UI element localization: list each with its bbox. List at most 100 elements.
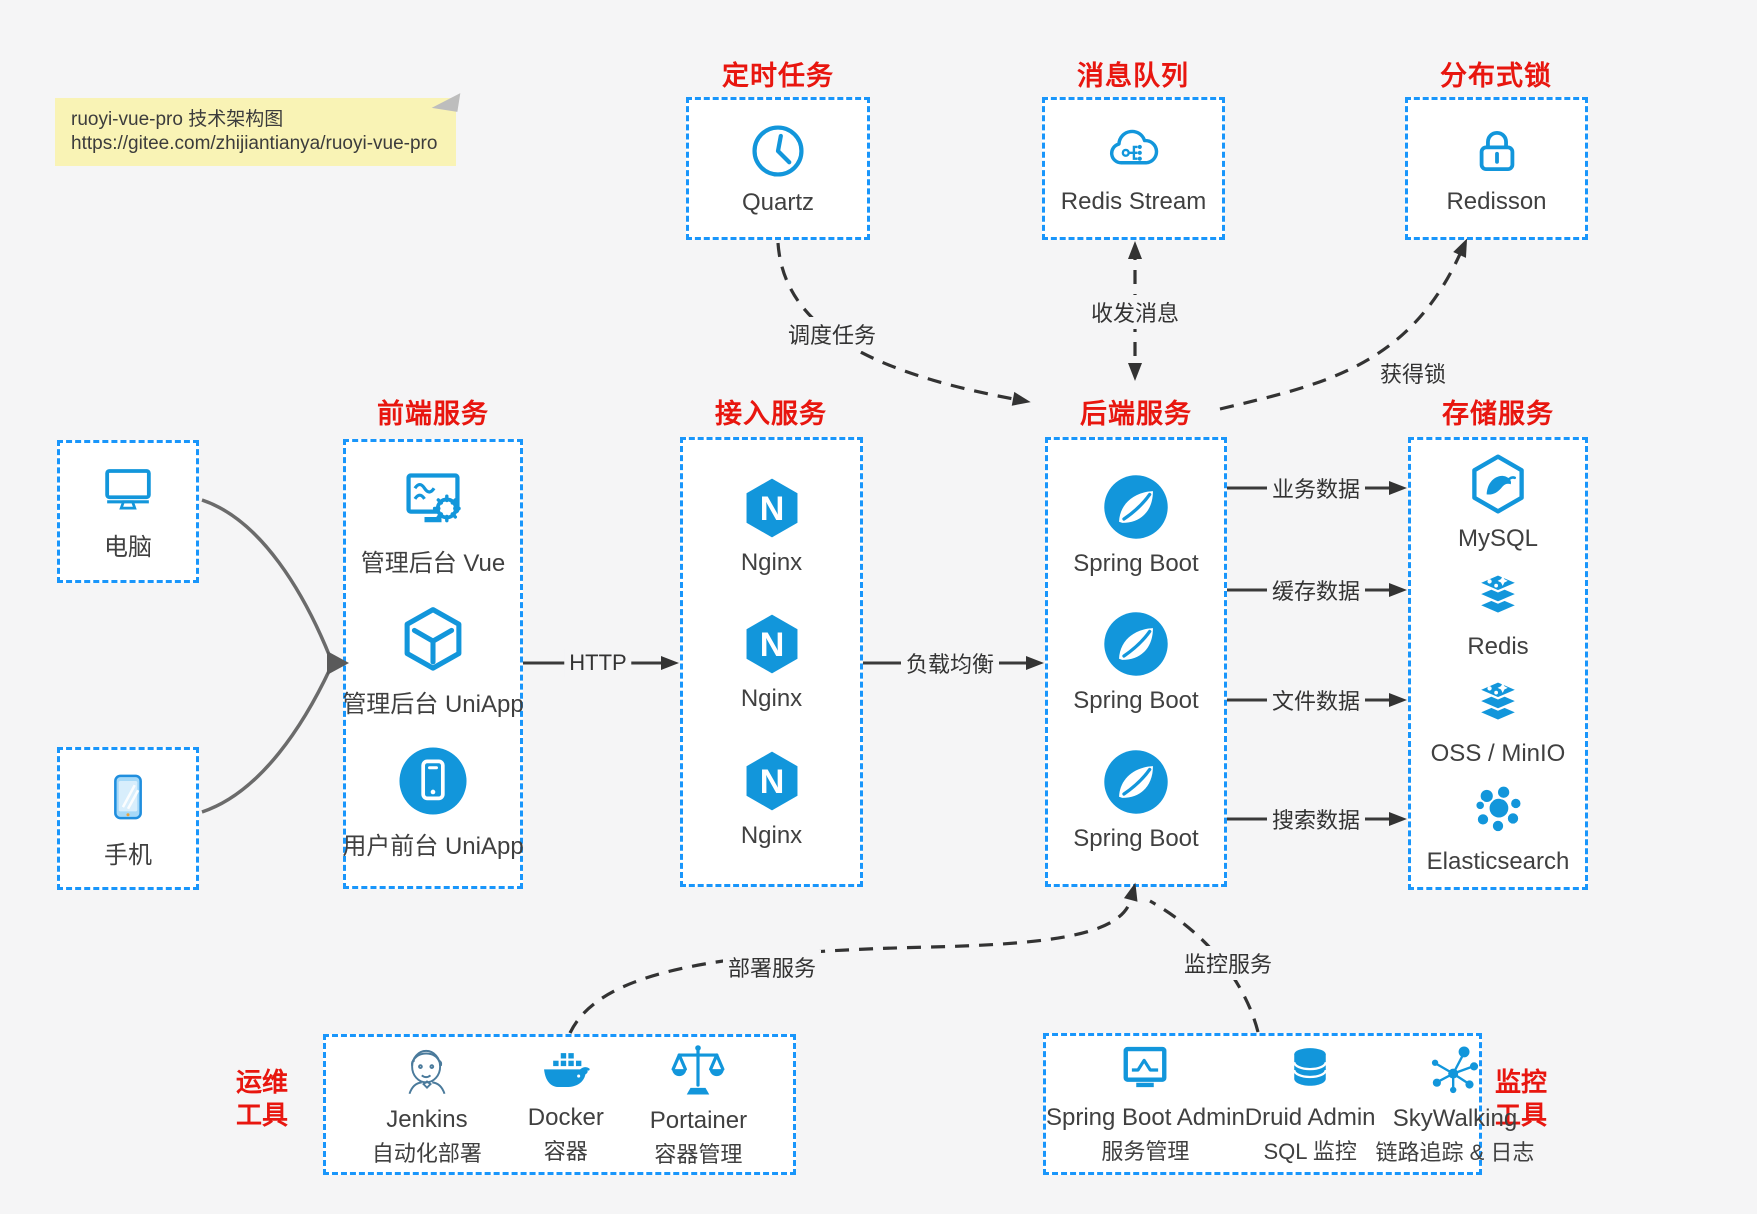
node-desc: 自动化部署	[371, 1140, 482, 1166]
note-fold-corner	[431, 89, 461, 112]
box-quartz: Quartz	[686, 97, 870, 240]
group-title-lock: 分布式锁	[1440, 61, 1552, 91]
svg-text:N: N	[759, 489, 784, 527]
node-label: Quartz	[741, 188, 815, 216]
box-computer: 电脑	[57, 440, 199, 583]
spring-icon	[1101, 609, 1171, 679]
node-redis: Redis	[1466, 565, 1530, 661]
node-mysql: MySQL	[1458, 451, 1538, 553]
spring-icon	[1101, 472, 1171, 542]
group-title-frontend: 前端服务	[377, 399, 489, 429]
node-label: Nginx	[740, 548, 803, 576]
node-elasticsearch: Elasticsearch	[1426, 780, 1570, 876]
cloud-share-icon	[1100, 122, 1166, 180]
edge-label-monitor-service: 监控服务	[1178, 946, 1278, 980]
node-label: Spring Boot	[1073, 549, 1199, 577]
box-phone: 手机	[57, 747, 199, 890]
node-quartz: Quartz	[742, 121, 814, 217]
node-name: Spring Boot Admin	[1046, 1104, 1245, 1131]
node-springboot-1: Spring Boot	[1073, 472, 1199, 578]
smartphone-icon	[101, 767, 155, 827]
user-app-icon	[396, 744, 470, 818]
node-jenkins: Jenkins 自动化部署	[372, 1042, 482, 1168]
group-title-ops: 运维工具	[222, 1066, 302, 1132]
jenkins-icon	[399, 1042, 455, 1100]
group-title-backend: 后端服务	[1080, 399, 1192, 429]
admin-vue-icon	[395, 467, 471, 535]
clock-icon	[748, 121, 808, 181]
node-spring-boot-admin: Spring Boot Admin 服务管理	[1046, 1042, 1245, 1166]
layer-stack-icon	[1466, 565, 1530, 625]
monitoring-title-line1: 监控	[1494, 1067, 1547, 1097]
node-label: Redis Stream	[1060, 187, 1207, 215]
edge-label-schedule-task: 调度任务	[782, 317, 882, 351]
node-label: 电脑	[104, 534, 152, 561]
node-nginx-2: N Nginx	[739, 611, 805, 713]
topology-icon	[1426, 1041, 1484, 1099]
node-label: 管理后台 Vue	[360, 550, 506, 578]
box-backend: Spring Boot Spring Boot Spring Boot	[1045, 437, 1227, 887]
edge-computer-to-frontend	[201, 498, 332, 658]
node-redisson: Redisson	[1446, 122, 1547, 216]
node-name: Jenkins	[386, 1105, 468, 1133]
svg-text:N: N	[759, 626, 784, 664]
node-springboot-2: Spring Boot	[1073, 609, 1199, 715]
desktop-icon	[97, 461, 159, 519]
node-desc: 容器	[543, 1138, 588, 1164]
node-nginx-3: N Nginx	[739, 748, 805, 850]
cube-icon	[395, 604, 471, 676]
lock-icon	[1468, 122, 1526, 180]
layer-stack-icon	[1466, 672, 1530, 732]
node-redis-stream: Redis Stream	[1061, 122, 1206, 216]
node-name: Druid Admin	[1244, 1104, 1376, 1131]
node-docker: Docker 容器	[528, 1044, 604, 1166]
database-icon	[1282, 1042, 1338, 1098]
note-url: https://gitee.com/zhijiantianya/ruoyi-vu…	[71, 133, 438, 154]
monitoring-title-line2: 工具	[1494, 1100, 1547, 1130]
edge-phone-to-frontend	[201, 668, 332, 814]
nginx-icon: N	[739, 475, 805, 541]
node-label: Redis	[1467, 632, 1529, 660]
node-druid: Druid Admin SQL 监控	[1245, 1042, 1376, 1166]
node-desc: SQL 监控	[1263, 1139, 1357, 1164]
node-name: Portainer	[649, 1106, 748, 1134]
node-label: Spring Boot	[1073, 687, 1199, 714]
ops-title-line2: 工具	[235, 1100, 288, 1130]
group-title-monitoring: 监控工具	[1481, 1066, 1561, 1132]
edge-label-cache-data: 缓存数据	[1266, 573, 1366, 607]
edge-label-search-data: 搜索数据	[1266, 802, 1366, 836]
box-redisson: Redisson	[1405, 97, 1588, 240]
node-nginx-1: N Nginx	[739, 475, 805, 577]
edge-label-file-data: 文件数据	[1266, 683, 1366, 717]
portainer-icon	[668, 1041, 728, 1101]
group-title-scheduled: 定时任务	[722, 61, 834, 91]
docker-icon	[535, 1044, 597, 1098]
group-title-storage: 存储服务	[1442, 399, 1554, 429]
edge-label-http: HTTP	[564, 649, 632, 677]
node-skywalking: SkyWalking 链路追踪 & 日志	[1375, 1041, 1535, 1167]
edge-label-business-data: 业务数据	[1266, 471, 1366, 505]
node-label: 手机	[104, 842, 152, 869]
node-desc: 链路追踪 & 日志	[1375, 1140, 1535, 1165]
node-desc: 服务管理	[1101, 1139, 1190, 1164]
sticky-note: ruoyi-vue-pro 技术架构图 https://gitee.com/zh…	[55, 89, 461, 166]
box-gateway: N Nginx N Nginx N Nginx	[680, 437, 863, 887]
mysql-icon	[1465, 451, 1531, 517]
box-ops: Jenkins 自动化部署 Docker 容器 Portainer 容器管理	[323, 1034, 796, 1175]
node-phone: 手机	[101, 767, 155, 870]
svg-text:N: N	[759, 762, 784, 800]
edge-deploy-service-arrow	[568, 882, 1138, 1034]
node-label: Elasticsearch	[1426, 847, 1570, 875]
spring-icon	[1101, 747, 1171, 817]
edge-label-deploy-service: 部署服务	[722, 950, 822, 984]
node-label: Nginx	[740, 821, 803, 849]
monitor-chart-icon	[1115, 1042, 1175, 1098]
node-user-uniapp: 用户前台 UniApp	[342, 744, 524, 861]
node-admin-vue: 管理后台 Vue	[361, 467, 505, 578]
node-name: SkyWalking	[1392, 1105, 1518, 1132]
nginx-icon: N	[739, 748, 805, 814]
node-portainer: Portainer 容器管理	[650, 1041, 747, 1169]
edge-label-send-receive-msg: 收发消息	[1085, 295, 1185, 329]
node-springboot-3: Spring Boot	[1073, 747, 1199, 853]
